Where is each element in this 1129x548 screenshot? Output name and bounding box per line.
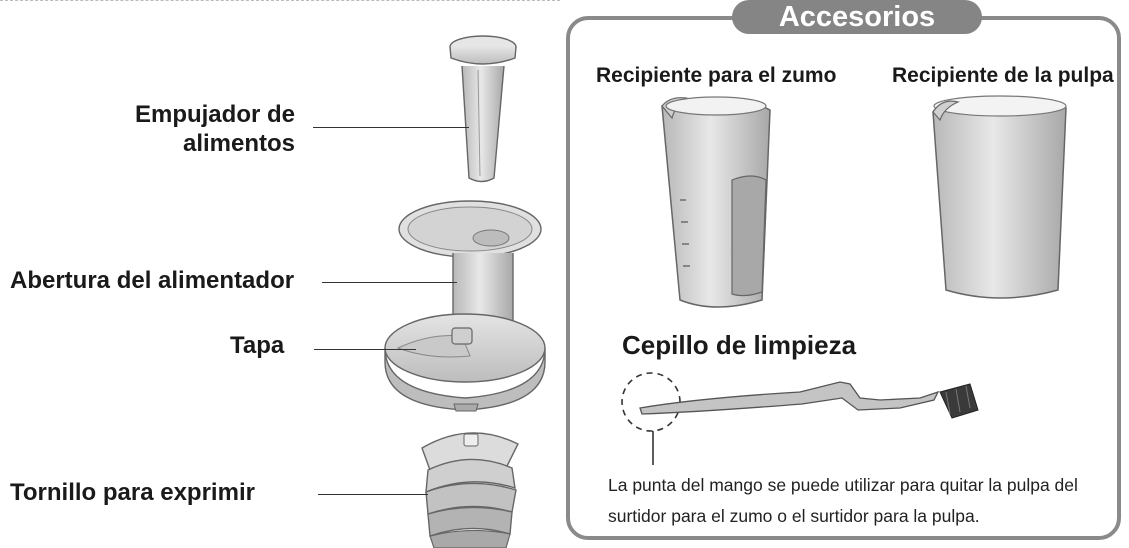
cleaning-brush-drawing (621, 372, 979, 465)
pulp-cup-label: Recipiente de la pulpa (892, 64, 1114, 87)
squeezing-screw-drawing (421, 432, 519, 548)
squeezing-screw-label: Tornillo para exprimir (10, 479, 255, 506)
feed-opening-label: Abertura del alimentador (10, 267, 295, 294)
squeezing-screw-leader (318, 494, 428, 495)
cropped-top-edge (0, 0, 560, 5)
food-pusher-label: Empujador de alimentos (134, 101, 295, 157)
lid-label: Tapa (230, 332, 285, 359)
lid-drawing (384, 200, 546, 412)
feed-opening-leader (322, 282, 457, 283)
food-pusher-drawing (449, 35, 517, 183)
cleaning-brush-label: Cepillo de limpieza (622, 330, 857, 360)
juice-cup-drawing (661, 96, 771, 308)
accessories-title: Accesorios (732, 0, 982, 34)
food-pusher-leader (313, 127, 469, 128)
juice-cup-label: Recipiente para el zumo (596, 64, 837, 87)
brush-tip-note: La punta del mango se puede utilizar par… (608, 475, 1078, 526)
lid-leader (314, 349, 416, 350)
pulp-cup-drawing (932, 95, 1067, 299)
